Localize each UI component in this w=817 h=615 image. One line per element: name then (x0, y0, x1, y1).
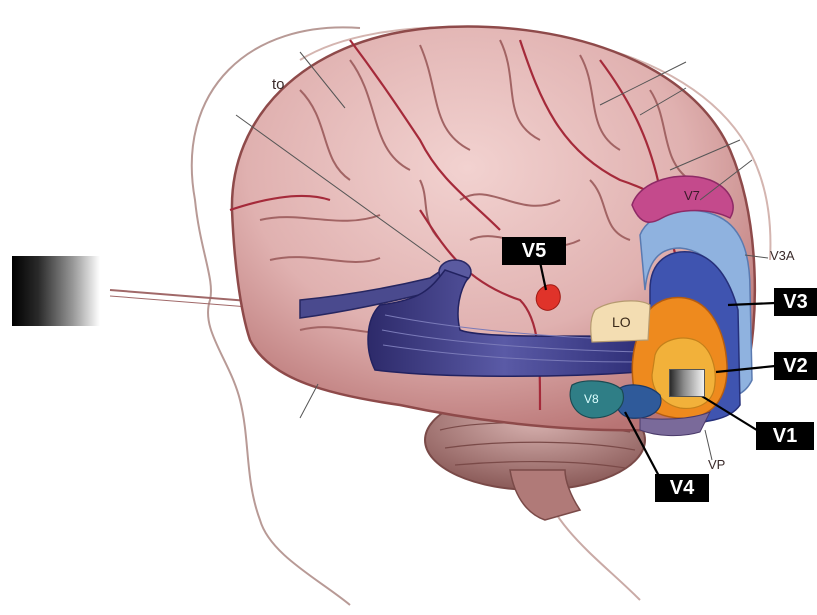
stimulus-gradient (12, 256, 100, 326)
annotation-to: to (272, 76, 285, 93)
label-v5: V5 (502, 237, 566, 265)
label-v7: V7 (684, 188, 700, 203)
label-v2: V2 (774, 352, 817, 380)
label-v1: V1 (756, 422, 814, 450)
stimulus-patch (669, 369, 705, 397)
label-v3: V3 (774, 288, 817, 316)
label-v3a: V3A (770, 248, 795, 263)
label-v4: V4 (655, 474, 709, 502)
label-lo: LO (612, 314, 631, 330)
label-v8: V8 (584, 392, 599, 406)
label-vp: VP (708, 457, 725, 472)
